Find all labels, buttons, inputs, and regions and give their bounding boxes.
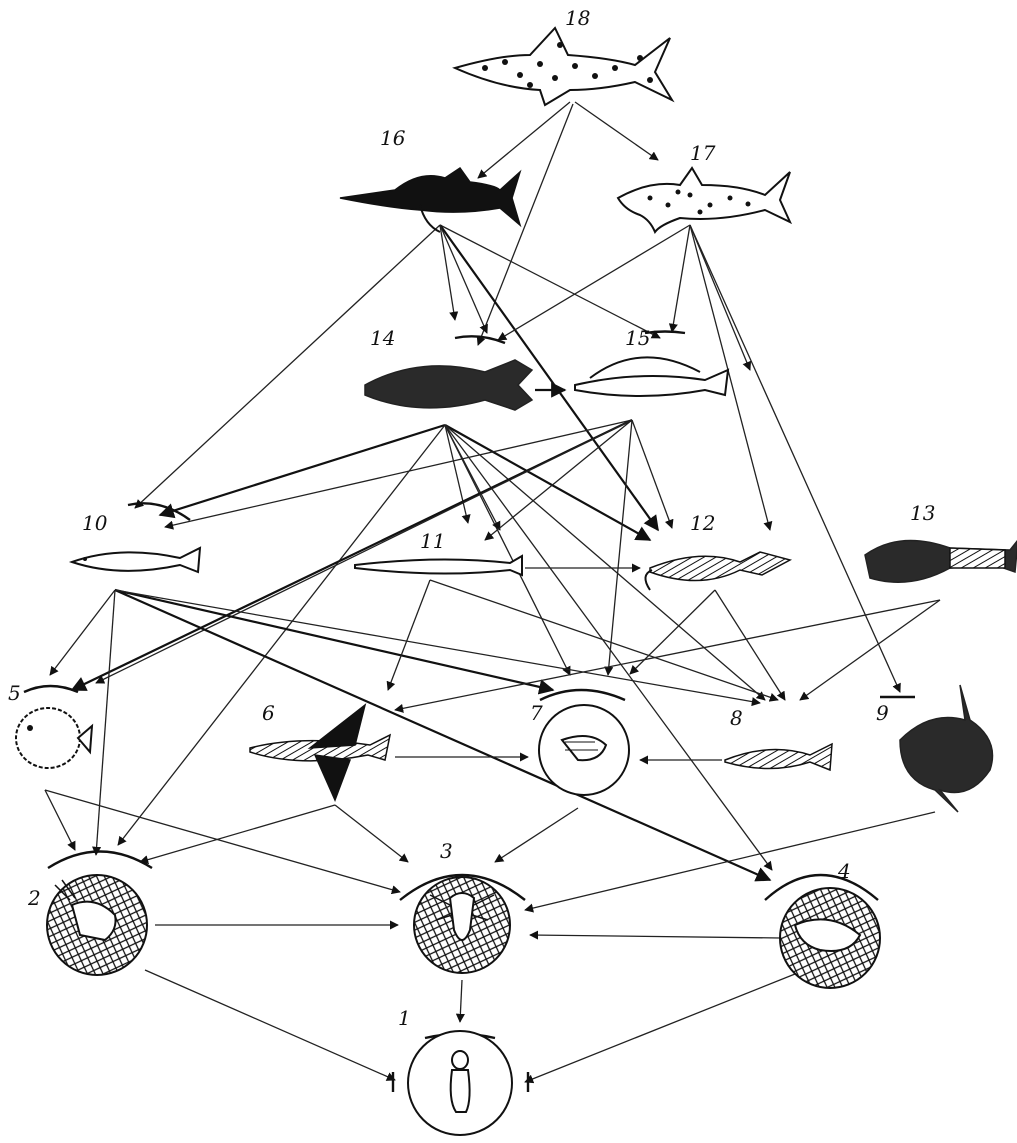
organism-node-13: 13 bbox=[864, 501, 1017, 583]
flying-fish-icon bbox=[249, 703, 392, 802]
pufferfish-icon bbox=[15, 707, 94, 769]
fish-icon bbox=[68, 546, 202, 574]
shark-icon bbox=[616, 166, 793, 235]
organism-node-11: 11 bbox=[354, 529, 523, 577]
sunfish-icon bbox=[899, 684, 994, 813]
receiving-arcs bbox=[23, 330, 915, 1092]
organism-node-6: 6 bbox=[249, 701, 392, 802]
node-label: 4 bbox=[837, 859, 851, 883]
small-fish-icon bbox=[724, 742, 833, 772]
swordfish-icon bbox=[339, 166, 522, 233]
node-label: 14 bbox=[370, 326, 395, 350]
organism-node-2: 2 bbox=[27, 874, 148, 976]
organism-node-7: 7 bbox=[530, 701, 630, 796]
organism-node-1: 1 bbox=[398, 1006, 513, 1136]
node-label: 2 bbox=[27, 886, 41, 910]
node-label: 16 bbox=[380, 126, 406, 150]
organism-node-8: 8 bbox=[724, 706, 833, 772]
shrimp-icon bbox=[54, 879, 117, 942]
sailfish-icon bbox=[574, 356, 730, 397]
crustacean-icon bbox=[793, 918, 862, 952]
organism-node-17: 17 bbox=[616, 141, 793, 235]
node-label: 7 bbox=[530, 701, 543, 725]
organism-node-18: 18 bbox=[452, 6, 675, 107]
zooplankton-organism-icon bbox=[449, 1050, 471, 1113]
organism-node-9: 9 bbox=[876, 684, 994, 813]
node-label: 12 bbox=[690, 511, 715, 535]
organism-node-14: 14 bbox=[364, 326, 534, 411]
node-label: 11 bbox=[420, 529, 445, 553]
organism-node-10: 10 bbox=[68, 511, 202, 574]
organism-node-3: 3 bbox=[413, 839, 511, 974]
shrimp-icon bbox=[560, 735, 608, 762]
node-label: 9 bbox=[876, 701, 889, 725]
node-label: 3 bbox=[440, 839, 453, 863]
organism-node-4: 4 bbox=[779, 859, 881, 989]
fish-icon bbox=[864, 539, 1017, 583]
organism-node-15: 15 bbox=[574, 326, 730, 397]
node-label: 5 bbox=[8, 681, 21, 705]
node-label: 1 bbox=[398, 1006, 411, 1030]
squid-icon bbox=[644, 551, 793, 591]
node-label: 17 bbox=[690, 141, 716, 165]
organism-node-16: 16 bbox=[339, 126, 522, 233]
feeding-links bbox=[44, 101, 941, 1084]
copepod-icon bbox=[429, 892, 495, 941]
node-label: 6 bbox=[262, 701, 275, 725]
organism-node-5: 5 bbox=[8, 681, 94, 769]
needlefish-icon bbox=[354, 554, 523, 577]
shark-icon bbox=[452, 26, 675, 107]
organism-node-12: 12 bbox=[644, 511, 793, 591]
node-label: 8 bbox=[730, 706, 743, 730]
node-label: 10 bbox=[82, 511, 108, 535]
node-label: 13 bbox=[910, 501, 935, 525]
node-label: 15 bbox=[625, 326, 650, 350]
tuna-icon bbox=[364, 359, 534, 411]
node-label: 18 bbox=[565, 6, 590, 30]
